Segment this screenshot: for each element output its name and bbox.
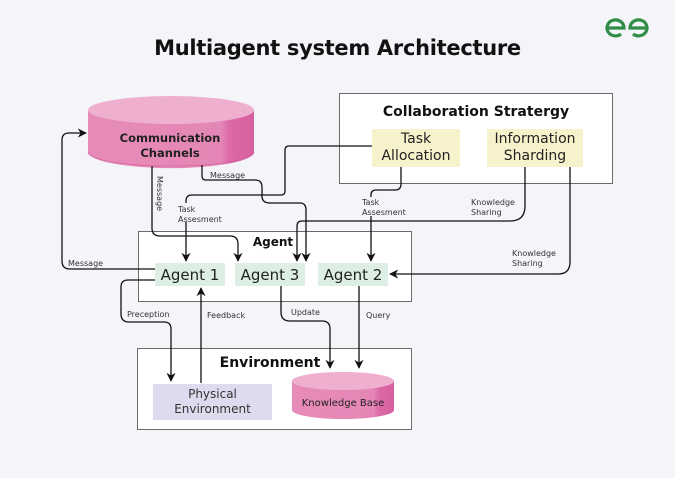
edge-knowledge-sharing-to-agent2 <box>389 167 571 279</box>
information-sharding-node[interactable]: Information Sharding <box>487 129 583 167</box>
label-task-assessment-1-line2: Assesment <box>178 215 222 224</box>
information-sharding-line2: Sharding <box>503 148 567 164</box>
communication-channels-label: Communication Channels <box>95 131 245 161</box>
label-preception: Preception <box>127 310 170 319</box>
task-allocation-line2: Allocation <box>381 148 451 164</box>
information-sharding-line1: Information <box>494 131 576 147</box>
agent-1-node[interactable]: Agent 1 <box>155 263 225 286</box>
knowledge-base-label: Knowledge Base <box>301 398 385 409</box>
task-allocation-line1: Task <box>400 131 432 147</box>
task-allocation-node[interactable]: Task Allocation <box>372 129 460 167</box>
label-message-vertical: Message <box>155 176 164 212</box>
label-update: Update <box>291 308 320 317</box>
label-feedback: Feedback <box>207 311 246 320</box>
collaboration-strategy-title: Collaboration Stratergy <box>382 104 570 120</box>
label-query: Query <box>366 311 391 320</box>
edge-task-assessment-to-agent1 <box>185 145 372 203</box>
label-task-assessment-2: Task Assesment <box>362 198 406 218</box>
communication-channels-line1: Communication <box>119 131 221 145</box>
label-message-left: Message <box>68 259 104 268</box>
edge-message-comm-to-agent2 <box>201 165 311 262</box>
edge-message-comm-to-agent3 <box>151 166 243 262</box>
label-knowledge-sharing-2-line1: Knowledge <box>512 249 556 258</box>
knowledge-base-cylinder[interactable] <box>292 372 394 419</box>
label-knowledge-sharing-2: Knowledge Sharing <box>512 249 556 269</box>
environment-group-title: Environment <box>219 355 321 371</box>
edge-update <box>280 286 335 369</box>
physical-environment-node[interactable]: Physical Environment <box>153 384 272 420</box>
label-task-assessment-1: Task Assesment <box>178 205 222 225</box>
agent-2-node[interactable]: Agent 2 <box>318 263 388 286</box>
communication-channels-cylinder[interactable] <box>87 96 255 169</box>
diagram-title: Multiagent system Architecture <box>154 36 521 60</box>
label-knowledge-sharing-1-line1: Knowledge <box>471 198 515 207</box>
geeksforgeeks-logo-icon <box>605 18 649 38</box>
edge-task-assessment-to-agent2 <box>370 167 402 197</box>
label-message-horizontal: Message <box>210 171 246 180</box>
label-knowledge-sharing-1-line2: Sharing <box>471 208 502 217</box>
label-task-assessment-2-line1: Task <box>362 198 380 207</box>
label-task-assessment-2-line2: Assesment <box>362 208 406 217</box>
agent-3-node[interactable]: Agent 3 <box>235 263 305 286</box>
physical-environment-line1: Physical <box>188 387 237 401</box>
agent-group-title: Agent <box>252 235 294 249</box>
label-knowledge-sharing-2-line2: Sharing <box>512 259 543 268</box>
label-task-assessment-1-line1: Task <box>178 205 196 214</box>
edge-message-agent1-to-comm <box>61 128 155 270</box>
physical-environment-line2: Environment <box>174 402 251 416</box>
edge-knowledge-sharing-to-agent3 <box>292 167 526 262</box>
communication-channels-line2: Channels <box>140 146 200 160</box>
label-knowledge-sharing-1: Knowledge Sharing <box>471 198 515 218</box>
edge-preception <box>120 279 176 382</box>
